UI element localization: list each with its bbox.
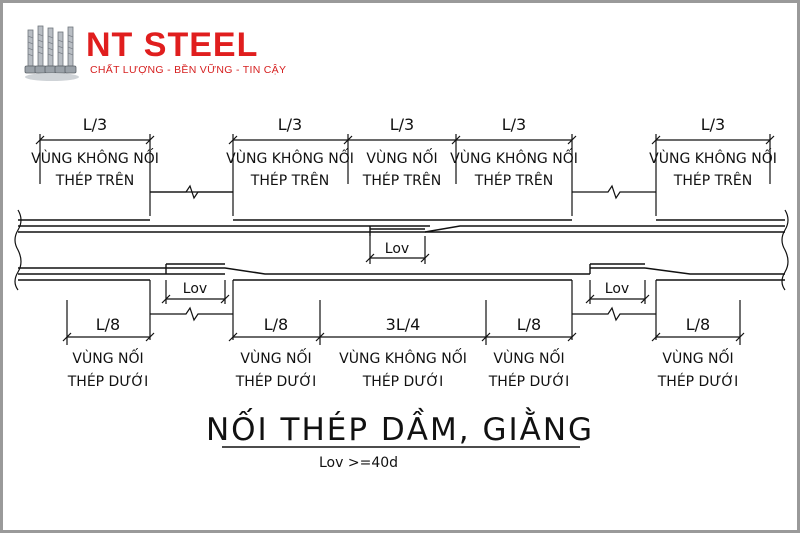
- bottom-zone-2-line1: VÙNG NỐI: [240, 348, 311, 367]
- top-rebar: [18, 219, 785, 233]
- brand-name: NT STEEL: [86, 26, 259, 64]
- bottom-zone-2-line2: THÉP DƯỚI: [235, 372, 317, 390]
- bottom-zone-4-dim: L/8: [517, 315, 541, 334]
- bolts-logo-icon: [24, 25, 79, 81]
- lov-label-top: Lov: [385, 241, 409, 257]
- top-zone-4-line1: VÙNG KHÔNG NỐI: [450, 148, 578, 167]
- break-line-bottom-left: [150, 306, 233, 322]
- top-zone-1-line2: THÉP TRÊN: [55, 171, 134, 189]
- top-zone-2-dim: L/3: [278, 115, 302, 134]
- beam-edge-right: [781, 209, 789, 291]
- lov-label-bottom-left: Lov: [183, 281, 207, 297]
- bottom-zone-1-dim: L/8: [96, 315, 120, 334]
- bottom-dim-line-1: [62, 300, 155, 345]
- bottom-lap-bar-right: [589, 263, 645, 274]
- bottom-zone-1-line2: THÉP DƯỚI: [67, 372, 149, 390]
- bottom-zone-5-dim: L/8: [686, 315, 710, 334]
- bottom-zone-4-line1: VÙNG NỐI: [493, 348, 564, 367]
- top-zone-5-dim: L/3: [701, 115, 725, 134]
- bottom-zone-2-dim: L/8: [264, 315, 288, 334]
- top-lap-bar: [369, 226, 425, 236]
- top-zone-5-line2: THÉP TRÊN: [673, 171, 752, 189]
- bottom-zone-3-line1: VÙNG KHÔNG NỐI: [339, 348, 467, 367]
- bottom-dim-line-3: [651, 300, 745, 345]
- top-zone-1-line1: VÙNG KHÔNG NỐI: [31, 148, 159, 167]
- bottom-zone-1-line1: VÙNG NỐI: [72, 348, 143, 367]
- bottom-lap-bar-left: [165, 263, 225, 274]
- top-zone-3-dim: L/3: [390, 115, 414, 134]
- bottom-lov-dim-right: [585, 280, 650, 304]
- top-lov-dim: [365, 236, 430, 264]
- lap-length-formula: Lov >=40d: [319, 455, 398, 471]
- break-line-bottom-right: [572, 306, 656, 322]
- top-zone-3-line1: VÙNG NỐI: [366, 148, 437, 167]
- top-zone-4-line2: THÉP TRÊN: [474, 171, 553, 189]
- bottom-zone-5-line1: VÙNG NỐI: [662, 348, 733, 367]
- top-zone-5-line1: VÙNG KHÔNG NỐI: [649, 148, 777, 167]
- bottom-lov-dim-left: [161, 280, 230, 304]
- brand-tagline: CHẤT LƯỢNG - BỀN VỮNG - TIN CẬY: [90, 64, 287, 76]
- diagram-title: NỐI THÉP DẦM, GIẰNG: [206, 408, 594, 448]
- top-zone-3-line2: THÉP TRÊN: [362, 171, 441, 189]
- top-zone-1-dim: L/3: [83, 115, 107, 134]
- top-zone-2-line2: THÉP TRÊN: [250, 171, 329, 189]
- bottom-zone-3-line2: THÉP DƯỚI: [362, 372, 444, 390]
- bottom-dim-line-2: [228, 300, 577, 345]
- beam-edge-left: [14, 209, 22, 291]
- bottom-zone-3-dim: 3L/4: [386, 315, 421, 334]
- top-dim-line-2: [228, 134, 577, 216]
- break-line-top-right: [572, 184, 656, 200]
- break-line-top-left: [150, 184, 233, 200]
- top-dim-line-3: [651, 134, 775, 216]
- bottom-zone-4-line2: THÉP DƯỚI: [488, 372, 570, 390]
- top-zone-4-dim: L/3: [502, 115, 526, 134]
- bottom-zone-5-line2: THÉP DƯỚI: [657, 372, 739, 390]
- lov-label-bottom-right: Lov: [605, 281, 629, 297]
- bottom-rebar: [18, 267, 785, 281]
- top-zone-2-line1: VÙNG KHÔNG NỐI: [226, 148, 354, 167]
- top-dim-line-1: [35, 134, 155, 216]
